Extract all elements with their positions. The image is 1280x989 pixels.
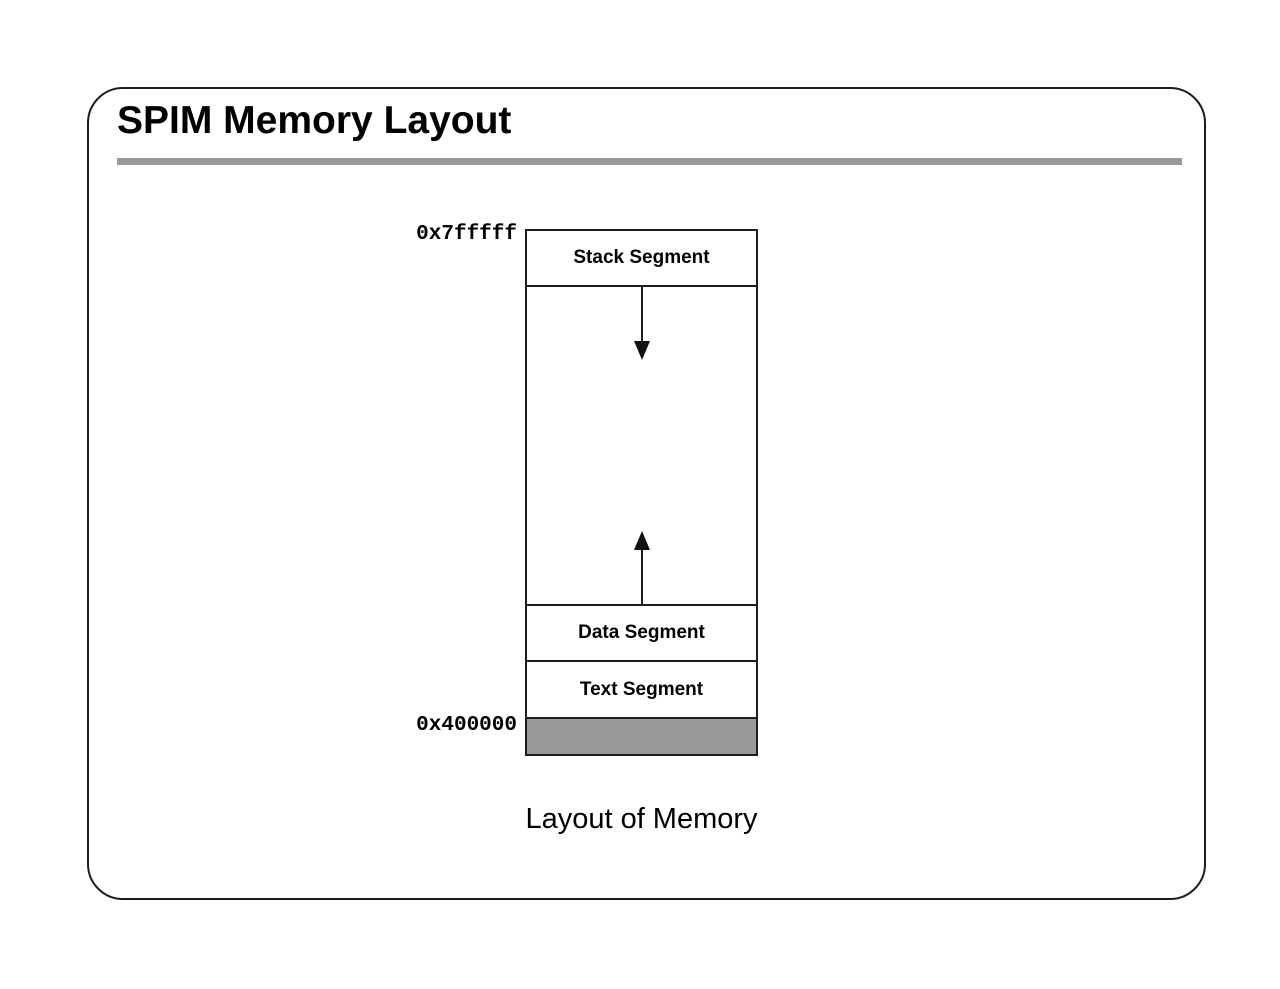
reserved-gray-block [527, 719, 756, 754]
data-segment-block: Data Segment [527, 606, 756, 662]
bottom-address-label: 0x400000 [416, 714, 517, 737]
text-segment-block: Text Segment [527, 662, 756, 719]
title-underline-rule [117, 158, 1182, 165]
slide-frame: SPIM Memory Layout 0x7fffff 0x400000 Sta… [87, 87, 1206, 900]
text-segment-label: Text Segment [579, 678, 704, 700]
down-arrowhead [633, 341, 650, 360]
slide-title: SPIM Memory Layout [117, 99, 512, 142]
free-space-block [527, 287, 756, 606]
up-arrow-shaft [640, 550, 643, 604]
stack-segment-label: Stack Segment [573, 247, 710, 268]
data-segment-label: Data Segment [578, 622, 705, 643]
memory-layout-box: Stack Segment Data Segment Text Segment [525, 229, 758, 756]
top-address-label: 0x7fffff [416, 223, 517, 246]
diagram-caption: Layout of Memory [525, 803, 758, 835]
stack-growth-down-arrow-icon [633, 287, 650, 360]
data-growth-up-arrow-icon [633, 531, 650, 604]
down-arrow-shaft [640, 287, 643, 341]
stack-segment-block: Stack Segment [527, 231, 756, 287]
up-arrowhead [633, 531, 650, 550]
